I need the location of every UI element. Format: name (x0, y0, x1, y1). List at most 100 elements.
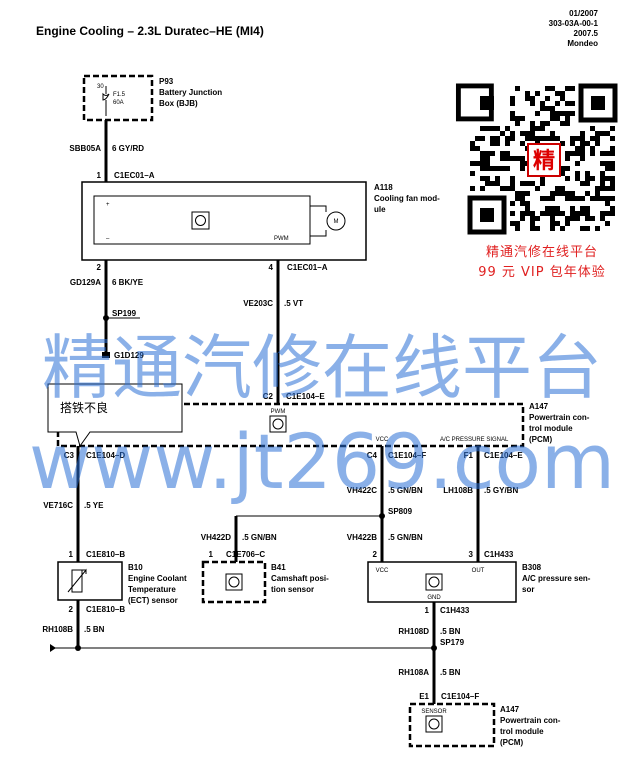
qr-cell (610, 136, 615, 141)
wire-rh108b-label: RH108B (42, 625, 73, 634)
ect-connector-2: C1E810–B (86, 605, 125, 614)
qr-cell (540, 136, 545, 141)
qr-cell (530, 131, 535, 136)
pcm2-name-3: (PCM) (500, 738, 523, 747)
qr-cell (545, 86, 550, 91)
qr-cell (540, 126, 545, 131)
wire-rh108b-color: .5 BN (84, 625, 105, 634)
bjb-box (82, 74, 154, 122)
qr-cell (570, 216, 575, 221)
qr-cell (520, 201, 525, 206)
qr-cell (550, 136, 555, 141)
qr-cell (580, 181, 585, 186)
wire-sbb05a-color: 6 GY/RD (112, 144, 144, 153)
pcm-c4-pin: C4 (367, 451, 378, 460)
qr-cell (540, 121, 545, 126)
qr-cell (480, 166, 485, 171)
qr-cell (505, 151, 510, 156)
pcm-vcc-label: VCC (376, 437, 389, 443)
acp-pin-1: 1 (425, 606, 430, 615)
qr-cell (605, 186, 610, 191)
qr-cell (585, 141, 590, 146)
qr-cell (520, 181, 525, 186)
wire-rh108d-color: .5 BN (440, 627, 461, 636)
fan-ecu-icon (191, 211, 210, 230)
fan-connector-top: C1EC01–A (114, 171, 155, 180)
qr-cell (570, 196, 575, 201)
qr-cell (510, 136, 515, 141)
thermistor-arrow (67, 568, 87, 593)
qr-cell (485, 126, 490, 131)
qr-cell (605, 161, 610, 166)
bjb-pin: 30 (97, 84, 104, 90)
qr-cell (540, 196, 545, 201)
qr-cell (485, 166, 490, 171)
motor-icon (326, 211, 346, 231)
qr-cell (515, 226, 520, 231)
fan-pwm-label: PWM (274, 236, 289, 242)
qr-cell (570, 206, 575, 211)
qr-cell (495, 166, 500, 171)
qr-cell (560, 96, 565, 101)
qr-cell (610, 151, 615, 156)
qr-cell (565, 86, 570, 91)
qr-cell (525, 181, 530, 186)
qr-cell (470, 161, 475, 166)
qr-cell (490, 151, 495, 156)
qr-cell (565, 101, 570, 106)
qr-cell (595, 186, 600, 191)
qr-cell (515, 191, 520, 196)
qr-cell (490, 181, 495, 186)
bjb-fuse-rating: 60A (113, 100, 124, 106)
wire-ve203c-label: VE203C (243, 299, 273, 308)
qr-cell (570, 86, 575, 91)
qr-cell (560, 141, 565, 146)
qr-cell (590, 196, 595, 201)
pcm-f1-pin: F1 (464, 451, 474, 460)
qr-cell (515, 86, 520, 91)
qr-cell (555, 136, 560, 141)
qr-cell (475, 146, 480, 151)
qr-cell (575, 216, 580, 221)
qr-cell (600, 196, 605, 201)
cmp-pin: 1 (209, 550, 214, 559)
qr-cell (595, 226, 600, 231)
bjb-name-1: Battery Junction (159, 88, 222, 97)
qr-cell (580, 146, 585, 151)
qr-cell (555, 111, 560, 116)
cmp-sensor-icon (225, 573, 243, 591)
qr-cell (550, 211, 555, 216)
qr-cell (515, 156, 520, 161)
qr-cell (610, 166, 615, 171)
qr-cell (485, 176, 490, 181)
qr-cell (570, 191, 575, 196)
splice-sp199-dot (103, 315, 109, 321)
acp-out-label: OUT (472, 568, 485, 574)
qr-cell (500, 186, 505, 191)
acp-sensor-icon (425, 573, 443, 591)
qr-cell (605, 221, 610, 226)
pcm-ecu-icon (269, 415, 287, 433)
wire-rh108d-label: RH108D (398, 627, 429, 636)
qr-cell (545, 211, 550, 216)
qr-cell (530, 101, 535, 106)
qr-cell (530, 221, 535, 226)
cooling-fan-module-box (81, 181, 367, 261)
cmp-id: B41 (271, 563, 286, 572)
qr-cell (550, 106, 555, 111)
qr-cell (470, 146, 475, 151)
qr-cell (515, 221, 520, 226)
qr-cell (605, 176, 610, 181)
qr-cell (470, 141, 475, 146)
qr-cell (590, 216, 595, 221)
qr-cell (560, 211, 565, 216)
qr-cell (530, 136, 535, 141)
qr-cell (525, 91, 530, 96)
acp-vcc-label: VCC (376, 568, 389, 574)
qr-cell (500, 131, 505, 136)
pcm2-pin: E1 (419, 692, 429, 701)
arrow-icon (50, 644, 56, 652)
qr-cell (550, 116, 555, 121)
qr-cell (495, 136, 500, 141)
qr-cell (520, 196, 525, 201)
